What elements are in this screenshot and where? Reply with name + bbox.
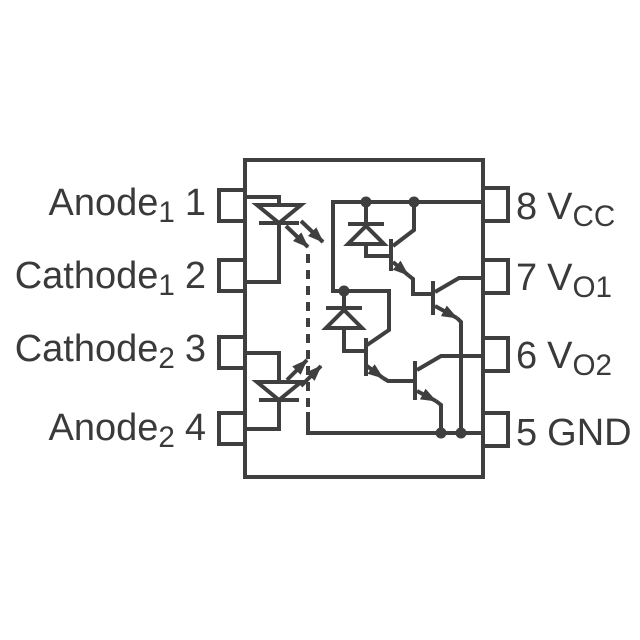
gnd-rail [306,412,483,435]
pin-name: Anode [48,182,159,224]
amp-transistor-q1 [389,202,433,296]
pin-number: 1 [184,182,206,224]
pin-7-box [481,258,510,295]
pin-number: 8 [516,186,538,228]
pin-name: Cathode [14,328,159,370]
pin-number: 2 [184,255,206,297]
pin-3-box [217,335,247,370]
pin-number: 5 [516,412,538,454]
pin-boxes-right [481,186,510,448]
pin-number: 6 [516,335,538,377]
pin-2-box [217,258,247,293]
pin-name: V [547,335,573,377]
light-arrows-channel-1 [284,219,325,249]
pin-name: GND [547,412,632,454]
led-1 [245,195,307,284]
vcc-rail [331,200,483,347]
pin-4-box [217,411,247,446]
pin-number: 3 [184,328,206,370]
pin-name-subscript: O1 [572,271,613,305]
pin-name-subscript: 1 [158,196,175,230]
pin-8-box [481,186,510,223]
pin-name-subscript: 2 [158,342,175,376]
led-2 [245,351,307,431]
photodiode-1 [343,202,391,258]
output-transistor-q2 [431,276,483,433]
pin-number: 7 [516,257,538,299]
pin-name-subscript: 2 [158,421,175,455]
pin-name-subscript: O2 [572,349,613,383]
pin-name: Anode [48,407,159,449]
pin-name-subscript: 1 [158,269,175,303]
pin-number: 4 [184,407,206,449]
pin-name: Cathode [14,255,159,297]
pin-1-box [217,188,247,223]
photodiode-2 [321,291,367,353]
pin-6-box [481,336,510,373]
pin-boxes-left [217,188,247,446]
junction-dots [338,196,467,439]
pin-name: V [547,186,573,228]
pin-5-box [481,411,510,448]
ic-package-outline [243,158,485,479]
output-transistor-q4 [413,354,483,433]
amp-transistor-q3 [364,338,415,383]
light-arrows-channel-2 [285,358,323,388]
pin-name-subscript: CC [572,200,616,234]
pin-name: V [547,257,573,299]
